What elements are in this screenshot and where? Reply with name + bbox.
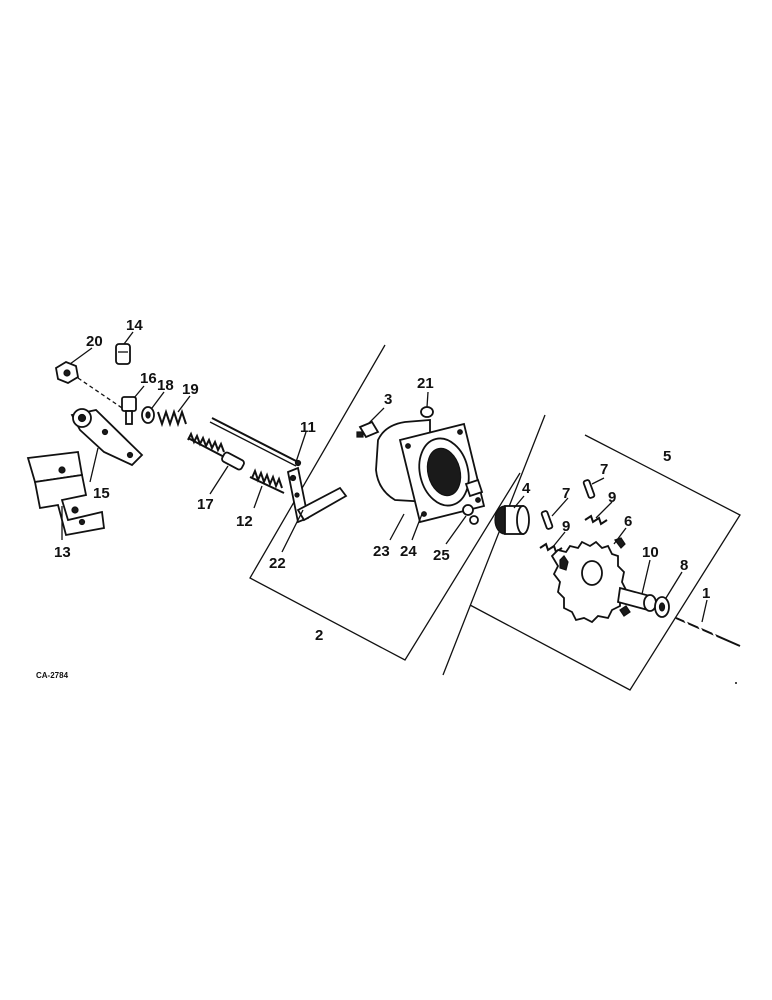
group-5-frame <box>469 434 741 691</box>
spring-9-upper <box>584 514 608 526</box>
callout-4: 4 <box>522 480 531 497</box>
spring-12 <box>249 468 285 494</box>
pin-14 <box>115 343 131 365</box>
washer-8 <box>654 596 670 618</box>
washer-18 <box>141 406 155 424</box>
callout-5: 5 <box>663 448 671 465</box>
callout-21: 21 <box>417 375 434 392</box>
callout-23: 23 <box>373 543 390 560</box>
callout-9a: 9 <box>608 489 616 506</box>
lever-15 <box>70 408 144 467</box>
gear-6 <box>550 537 631 624</box>
callout-2: 2 <box>315 627 323 644</box>
o-ring-21 <box>420 406 434 418</box>
callout-22: 22 <box>269 555 286 572</box>
callout-10: 10 <box>642 544 659 561</box>
callout-9b: 9 <box>562 518 570 535</box>
stray-dot <box>735 682 737 684</box>
callout-15: 15 <box>93 485 110 502</box>
callout-13: 13 <box>54 544 71 561</box>
bolt-16 <box>121 396 137 425</box>
bushing-4 <box>494 505 530 535</box>
pin-7-upper <box>582 479 596 499</box>
figure-code: CA-2784 <box>36 671 69 680</box>
callout-18: 18 <box>157 377 174 394</box>
callout-17: 17 <box>197 496 214 513</box>
spring-19 <box>157 408 187 428</box>
rod-11 <box>209 417 302 467</box>
callout-19: 19 <box>182 381 199 398</box>
lever-22 <box>286 466 348 524</box>
callout-14: 14 <box>126 317 143 334</box>
cable-1 <box>675 617 741 647</box>
callout-12: 12 <box>236 513 253 530</box>
divider-line <box>442 414 546 676</box>
dash-line-20 <box>77 377 126 411</box>
callout-6: 6 <box>624 513 632 530</box>
callout-20: 20 <box>86 333 103 350</box>
callout-25: 25 <box>433 547 450 564</box>
bracket-13 <box>26 451 105 537</box>
callout-11: 11 <box>300 419 316 436</box>
callout-1: 1 <box>702 585 710 602</box>
callout-7a: 7 <box>600 461 608 478</box>
callouts: 1 2 3 4 5 6 7 7 8 9 9 10 11 12 13 14 15 … <box>54 317 710 644</box>
fitting-3 <box>356 420 380 439</box>
fittings-25 <box>462 478 484 525</box>
housing-23-24 <box>375 419 486 524</box>
callout-7b: 7 <box>562 485 570 502</box>
callout-24: 24 <box>400 543 417 560</box>
shaft-10 <box>616 586 657 612</box>
sleeve-17 <box>221 451 245 471</box>
callout-16: 16 <box>140 370 157 387</box>
group-2-frame <box>249 344 521 661</box>
pin-7-lower <box>540 510 554 530</box>
nut-20 <box>55 360 79 385</box>
leader-lines <box>61 331 708 623</box>
callout-3: 3 <box>384 391 392 408</box>
callout-8: 8 <box>680 557 688 574</box>
